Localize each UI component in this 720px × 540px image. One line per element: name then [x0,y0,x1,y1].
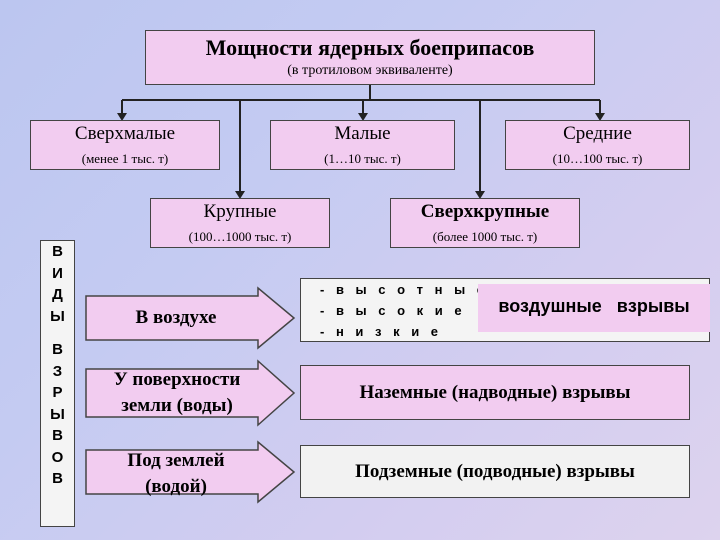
category-range: (1…10 тыс. т) [324,151,401,166]
vertical-letter: И [52,264,63,282]
height-item: - н и з к и е [320,324,443,339]
category-extra-large: Сверхкрупные (более 1000 тыс. т) [390,198,580,248]
vertical-letter: З [52,362,63,380]
arrow-surface [85,359,296,427]
category-range: (менее 1 тыс. т) [81,151,169,166]
vertical-letter: В [52,243,63,260]
category-name: Малые [334,123,391,144]
title-box: Мощности ядерных боеприпасов (в тротилов… [145,30,595,85]
category-small: Малые (1…10 тыс. т) [270,120,455,170]
category-range: (10…100 тыс. т) [552,151,643,166]
category-name: Сверхкрупные [420,201,550,222]
vertical-letter: В [52,470,63,487]
arrow-underground [85,440,296,504]
category-name: Средние [563,123,632,144]
height-item: - в ы с о т н ы е [320,282,489,297]
category-medium: Средние (10…100 тыс. т) [505,120,690,170]
vertical-label-types-of-explosions: В И Д Ы В З Р Ы В О В [40,240,75,527]
vertical-letter: Ы [50,405,65,423]
vertical-letter: О [51,448,64,466]
arrow-label-surface: У поверхности земли (воды) [113,369,241,416]
result-surface: Наземные (надводные) взрывы [300,365,690,420]
air-heights-list: - в ы с о т н ы е - в ы с о к и е - н и … [320,279,488,342]
vertical-letter: Ы [50,307,65,325]
category-range: (100…1000 тыс. т) [188,229,292,244]
diagram-subtitle: (в тротиловом эквиваленте) [287,63,453,78]
category-name: Крупные [203,201,277,222]
vertical-letter: В [52,341,63,358]
category-ultra-small: Сверхмалые (менее 1 тыс. т) [30,120,220,170]
category-name: Сверхмалые [74,123,176,144]
vertical-letter: Д [52,286,63,303]
arrow-air [85,286,296,350]
arrow-label-underground: Под землей (водой) [127,450,225,497]
arrow-label-air: В воздухе [135,307,217,328]
vertical-letter: Р [52,384,63,401]
vertical-letter: В [52,427,63,444]
height-item: - в ы с о к и е [320,303,466,318]
result-underground: Подземные (подводные) взрывы [300,445,690,498]
air-explosions-label: воздушные взрывы [478,284,710,332]
category-large: Крупные (100…1000 тыс. т) [150,198,330,248]
diagram-title: Мощности ядерных боеприпасов [205,35,535,60]
category-range: (более 1000 тыс. т) [432,229,538,244]
